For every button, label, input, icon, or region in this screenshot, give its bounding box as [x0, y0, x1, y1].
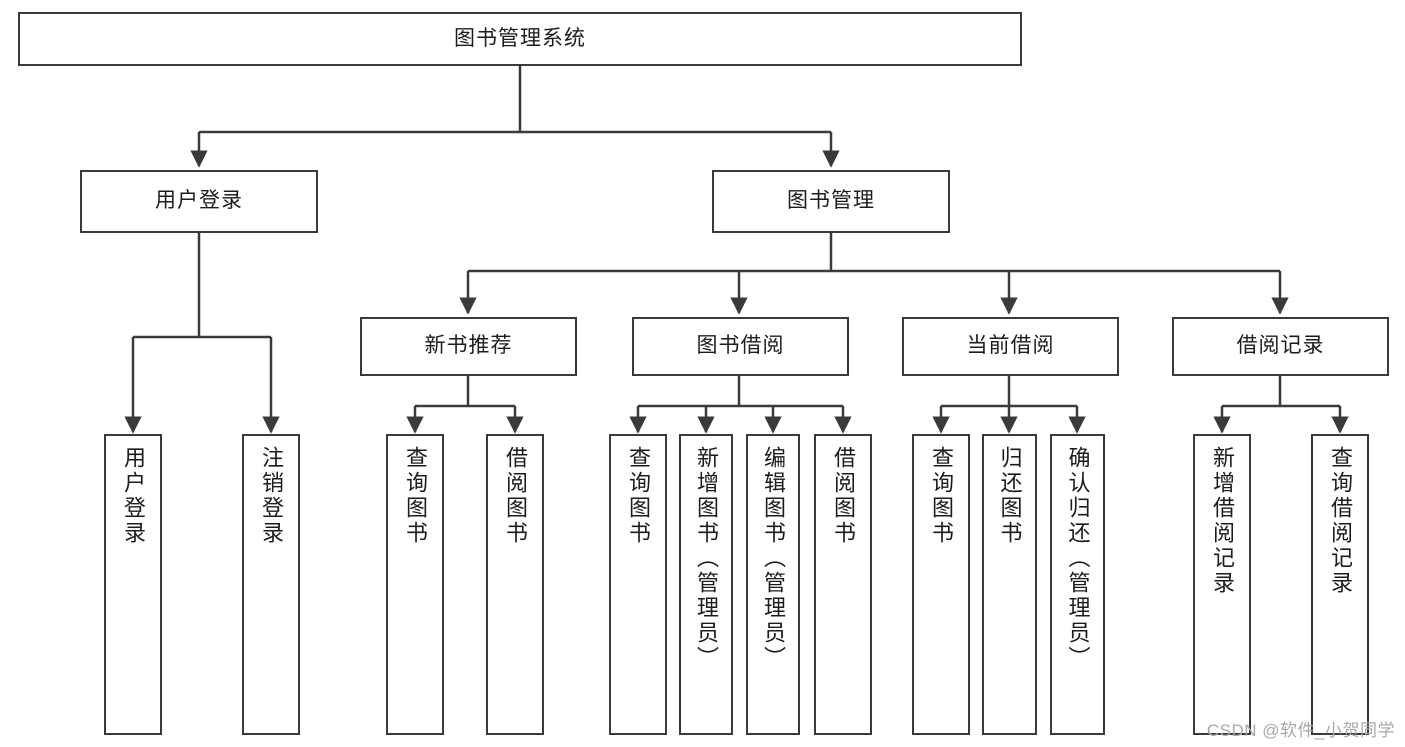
node-label: 新书推荐	[424, 334, 513, 358]
leaf-label: 编辑图书（管理员）	[760, 446, 786, 671]
node-root-book-management-system[interactable]: 图书管理系统	[18, 12, 1022, 66]
leaf-label: 用户登录	[120, 446, 146, 546]
leaf-label: 借阅图书	[830, 446, 856, 546]
leaf-query-book-borrow[interactable]: 查询图书	[609, 434, 667, 735]
leaf-query-book-newbook[interactable]: 查询图书	[386, 434, 444, 735]
leaf-label: 查询借阅记录	[1327, 446, 1353, 596]
leaf-edit-book-admin[interactable]: 编辑图书（管理员）	[746, 434, 800, 735]
leaf-label: 查询图书	[928, 446, 954, 546]
node-user-login[interactable]: 用户登录	[80, 170, 318, 233]
node-label: 图书管理	[787, 189, 875, 213]
node-current-borrow[interactable]: 当前借阅	[902, 317, 1119, 376]
leaf-add-borrow-record[interactable]: 新增借阅记录	[1193, 434, 1251, 735]
node-label: 借阅记录	[1236, 334, 1325, 358]
leaf-label: 新增图书（管理员）	[693, 446, 719, 671]
node-label: 用户登录	[155, 189, 243, 213]
leaf-logout[interactable]: 注销登录	[242, 434, 300, 735]
leaf-add-book-admin[interactable]: 新增图书（管理员）	[679, 434, 733, 735]
leaf-user-login[interactable]: 用户登录	[104, 434, 162, 735]
node-new-book-recommend[interactable]: 新书推荐	[360, 317, 577, 376]
leaf-label: 新增借阅记录	[1209, 446, 1235, 596]
node-label: 图书管理系统	[454, 26, 586, 50]
leaf-query-borrow-record[interactable]: 查询借阅记录	[1311, 434, 1369, 735]
leaf-borrow-book-newbook[interactable]: 借阅图书	[486, 434, 544, 735]
node-label: 图书借阅	[696, 334, 785, 358]
leaf-label: 查询图书	[625, 446, 651, 546]
leaf-label: 借阅图书	[502, 446, 528, 546]
leaf-borrow-book-borrow[interactable]: 借阅图书	[814, 434, 872, 735]
csdn-watermark: CSDN @软件_小贺同学	[1206, 721, 1395, 740]
leaf-confirm-return-admin[interactable]: 确认归还（管理员）	[1050, 434, 1105, 735]
leaf-label: 确认归还（管理员）	[1065, 446, 1091, 671]
leaf-label: 注销登录	[258, 446, 284, 546]
node-book-borrow[interactable]: 图书借阅	[632, 317, 849, 376]
node-borrow-record[interactable]: 借阅记录	[1172, 317, 1389, 376]
leaf-return-book[interactable]: 归还图书	[982, 434, 1037, 735]
node-book-management[interactable]: 图书管理	[712, 170, 950, 233]
node-label: 当前借阅	[966, 334, 1055, 358]
leaf-label: 查询图书	[402, 446, 428, 546]
leaf-label: 归还图书	[997, 446, 1023, 546]
leaf-query-book-current[interactable]: 查询图书	[912, 434, 970, 735]
